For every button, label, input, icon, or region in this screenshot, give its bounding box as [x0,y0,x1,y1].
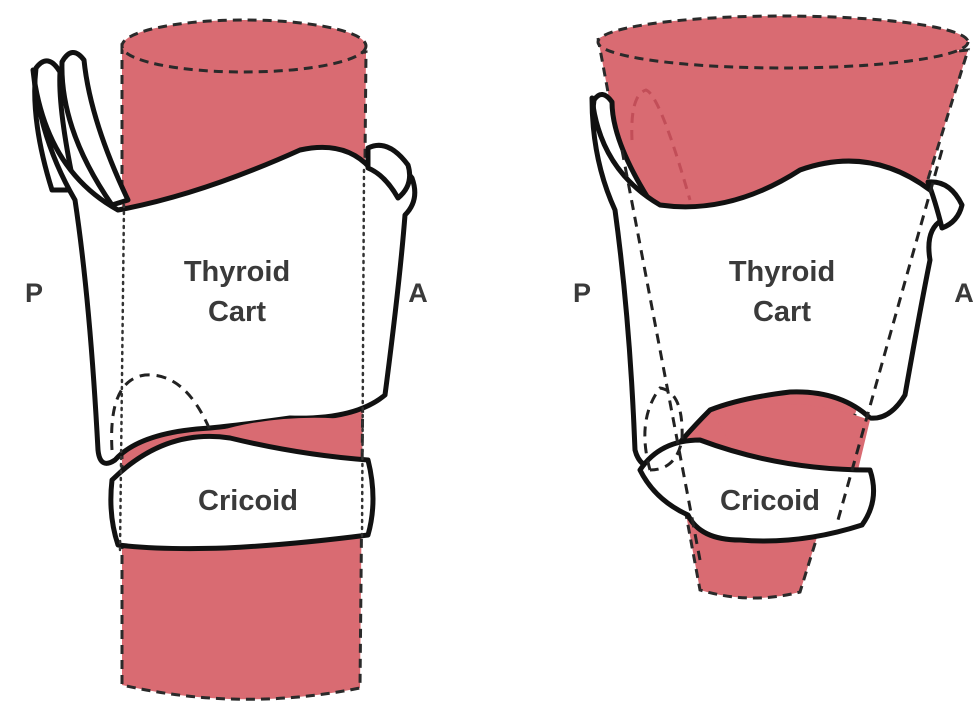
posterior-label: P [25,278,43,308]
panel-right: Thyroid Cart Cricoid P A [573,16,974,598]
thyroid-label-line2: Cart [753,296,811,328]
thyroid-label-line1: Thyroid [729,256,835,288]
panel-left: Thyroid Cart Cricoid P A [25,20,428,699]
cricoid-label: Cricoid [198,485,298,517]
airway-funnel-top-opening [598,16,968,68]
anterior-label: A [954,278,974,308]
airway-top-opening [122,20,366,72]
cricoid-label: Cricoid [720,485,820,517]
posterior-label: P [573,278,591,308]
thyroid-label-line1: Thyroid [184,256,290,288]
anterior-label: A [408,278,428,308]
thyroid-label-line2: Cart [208,296,266,328]
